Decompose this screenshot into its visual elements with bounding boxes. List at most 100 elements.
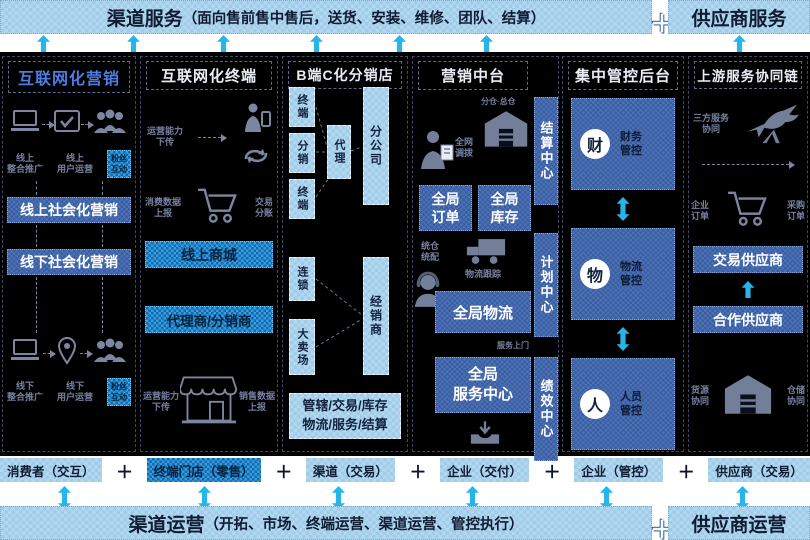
people-control-box: 人 人员 管控 — [571, 358, 675, 450]
scope-line2: 物流/服务/结算 — [302, 417, 388, 432]
supply-collab-label: 货源 协同 — [691, 385, 710, 406]
storefront-icon — [179, 373, 238, 430]
column-title: 上游服务协同链 — [694, 61, 802, 89]
dispatch-label: 全网 调拨 — [455, 137, 474, 158]
global-logistics-box: 全局物流 — [435, 291, 531, 333]
supplier-service-title: 供应商服务 — [691, 8, 787, 30]
door-service-label: 服务上门 — [497, 341, 529, 350]
column-title: 营销中台 — [418, 61, 528, 90]
fans-interaction-tag: 粉丝 互动 — [107, 378, 131, 406]
column-internet-marketing: 互联网化营销 线上 整合推广 线上 用户运营 粉丝 互动 线上社会化营销 — [2, 56, 136, 452]
dashed-connector — [101, 225, 103, 247]
laptop-icon — [11, 339, 41, 368]
column-title: 互联网化终端 — [146, 61, 272, 90]
channel-operations-bar: 渠道运营（开拓、市场、终端运营、渠道运营、管控执行） — [0, 506, 652, 540]
partner-supplier-box: 合作供应商 — [693, 306, 803, 333]
up-arrow-icon — [480, 35, 493, 52]
cart-icon — [196, 186, 240, 229]
checkbox-icon — [54, 110, 80, 139]
headset-person-icon — [413, 271, 443, 312]
warehouse-icon — [723, 373, 773, 419]
finance-circle: 财 — [580, 129, 610, 159]
people-group-icon — [93, 109, 127, 140]
badge-terminal-retail: 终端门店（零售） — [146, 458, 261, 482]
online-promo-label: 线上 整合推广 — [7, 153, 44, 174]
double-arrow-icon — [332, 486, 345, 510]
supplier-operations-bar: 供应商运营 — [668, 506, 810, 540]
up-arrow-icon — [741, 281, 755, 298]
online-user-ops-label: 线上 用户运营 — [57, 153, 94, 174]
ops-capability-label: 运营能力 下传 — [147, 126, 184, 147]
bottom-plus-sign: ＋ — [650, 517, 674, 540]
channel-service-title: 渠道服务 — [106, 8, 183, 30]
sync-arrows-icon — [241, 145, 271, 172]
logistics-mode-label: 统仓 统配 — [421, 241, 440, 262]
dashed-connector — [101, 277, 103, 333]
chain-store-node: 连锁 — [289, 257, 315, 301]
up-arrow-icon — [393, 35, 406, 52]
dashed-connector — [35, 277, 37, 333]
enterprise-order-label: 企业 订单 — [691, 199, 710, 221]
column-marketing-middle-platform: 营销中台 全网 调拨 分仓·总仓 全局 订单 全局 库存 统仓 统配 物流跟踪 … — [412, 56, 559, 461]
global-service-center-box: 全局 服务中心 — [435, 357, 531, 413]
location-pin-icon — [56, 336, 78, 370]
badge-enterprise-delivery: 企业（交付） — [440, 458, 530, 482]
online-mall-box: 线上商城 — [145, 241, 273, 268]
double-arrow-icon — [58, 486, 71, 510]
column-title: B端C化分销店 — [288, 61, 402, 89]
column-distribution-store: B端C化分销店 终端 分销 终端 代理 分公司 连锁 大卖场 经销商 管辖/交易… — [282, 56, 408, 452]
badge-channel-trade: 渠道（交易） — [305, 458, 395, 482]
hypermarket-node: 大卖场 — [289, 319, 315, 375]
distribution-node: 分销 — [289, 133, 315, 173]
column-internet-terminal: 互联网化终端 运营能力 下传 消费数据 上报 交易 分账 线上商城 代理商/分销… — [140, 56, 278, 452]
fans-interaction-tag: 粉丝 互动 — [107, 150, 131, 178]
double-arrow-icon — [736, 486, 749, 510]
dashed-arrow — [80, 121, 94, 129]
offline-user-ops-label: 线下 用户运营 — [57, 381, 94, 402]
up-arrow-icon — [37, 35, 50, 52]
transaction-split-label: 交易 分账 — [254, 196, 273, 218]
double-arrow-icon — [600, 486, 613, 510]
agent-node: 代理 — [327, 125, 351, 179]
logistics-track-label: 物流跟踪 — [465, 269, 502, 279]
dealer-node: 经销商 — [363, 257, 389, 375]
dashed-connector — [35, 181, 37, 195]
plus-sign: ＋ — [116, 462, 134, 482]
distributor-box: 代理商/分销商 — [145, 306, 273, 333]
dashed-arrow — [41, 121, 55, 129]
supplier-service-bar: 供应商服务 — [668, 0, 810, 34]
supplier-operations-title: 供应商运营 — [691, 514, 787, 536]
plus-sign: ＋ — [275, 462, 293, 482]
channel-operations-title: 渠道运营 — [128, 514, 205, 536]
channel-service-bar: 渠道服务（面向售前售中售后，送货、安装、维修、团队、结算） — [0, 0, 652, 34]
finance-control-box: 财 财务 管控 — [571, 98, 675, 190]
offline-social-marketing-box: 线下社会化营销 — [7, 249, 131, 275]
up-arrow-icon — [310, 35, 323, 52]
consumption-data-label: 消费数据 上报 — [145, 196, 182, 218]
warehouse-label: 分仓·总仓 — [481, 97, 516, 106]
column-central-control-backend: 集中管控后台 财 财务 管控 物 物流 管控 人 人员 管控 — [562, 56, 684, 452]
planning-center-box: 计划中心 — [534, 233, 558, 337]
badge-consumer: 消费者（交互） — [0, 458, 102, 482]
cart-icon — [726, 189, 770, 232]
up-arrow-icon — [127, 35, 140, 52]
third-party-service-label: 三方服务 协同 — [693, 113, 730, 134]
sales-data-label: 销售数据 上报 — [238, 390, 275, 412]
channel-service-subtitle: （面向售前售中售后，送货、安装、维修、团队、结算） — [182, 10, 546, 27]
terminal-node: 终端 — [289, 87, 315, 127]
double-arrow-icon — [616, 197, 630, 221]
column-title: 集中管控后台 — [568, 61, 678, 90]
online-social-marketing-box: 线上社会化营销 — [7, 197, 131, 223]
purchase-order-label: 采购 订单 — [786, 199, 805, 221]
column-upstream-service-chain: 上游服务协同链 三方服务 协同 企业 订单 采购 订单 交易供应商 合作供应商 … — [688, 56, 808, 452]
dashed-arrow — [702, 161, 795, 169]
performance-center-box: 绩效中心 — [534, 357, 558, 461]
person-phone-icon — [241, 102, 271, 141]
people-label: 人员 管控 — [620, 390, 642, 417]
global-inventory-box: 全局 库存 — [478, 185, 531, 231]
eagle-icon — [745, 99, 803, 150]
warehouse-icon — [483, 109, 529, 152]
store-ops-label: 运营能力 下传 — [143, 390, 180, 412]
column-title: 互联网化营销 — [8, 61, 130, 93]
warehouse-collab-label: 仓储 协同 — [786, 385, 805, 406]
